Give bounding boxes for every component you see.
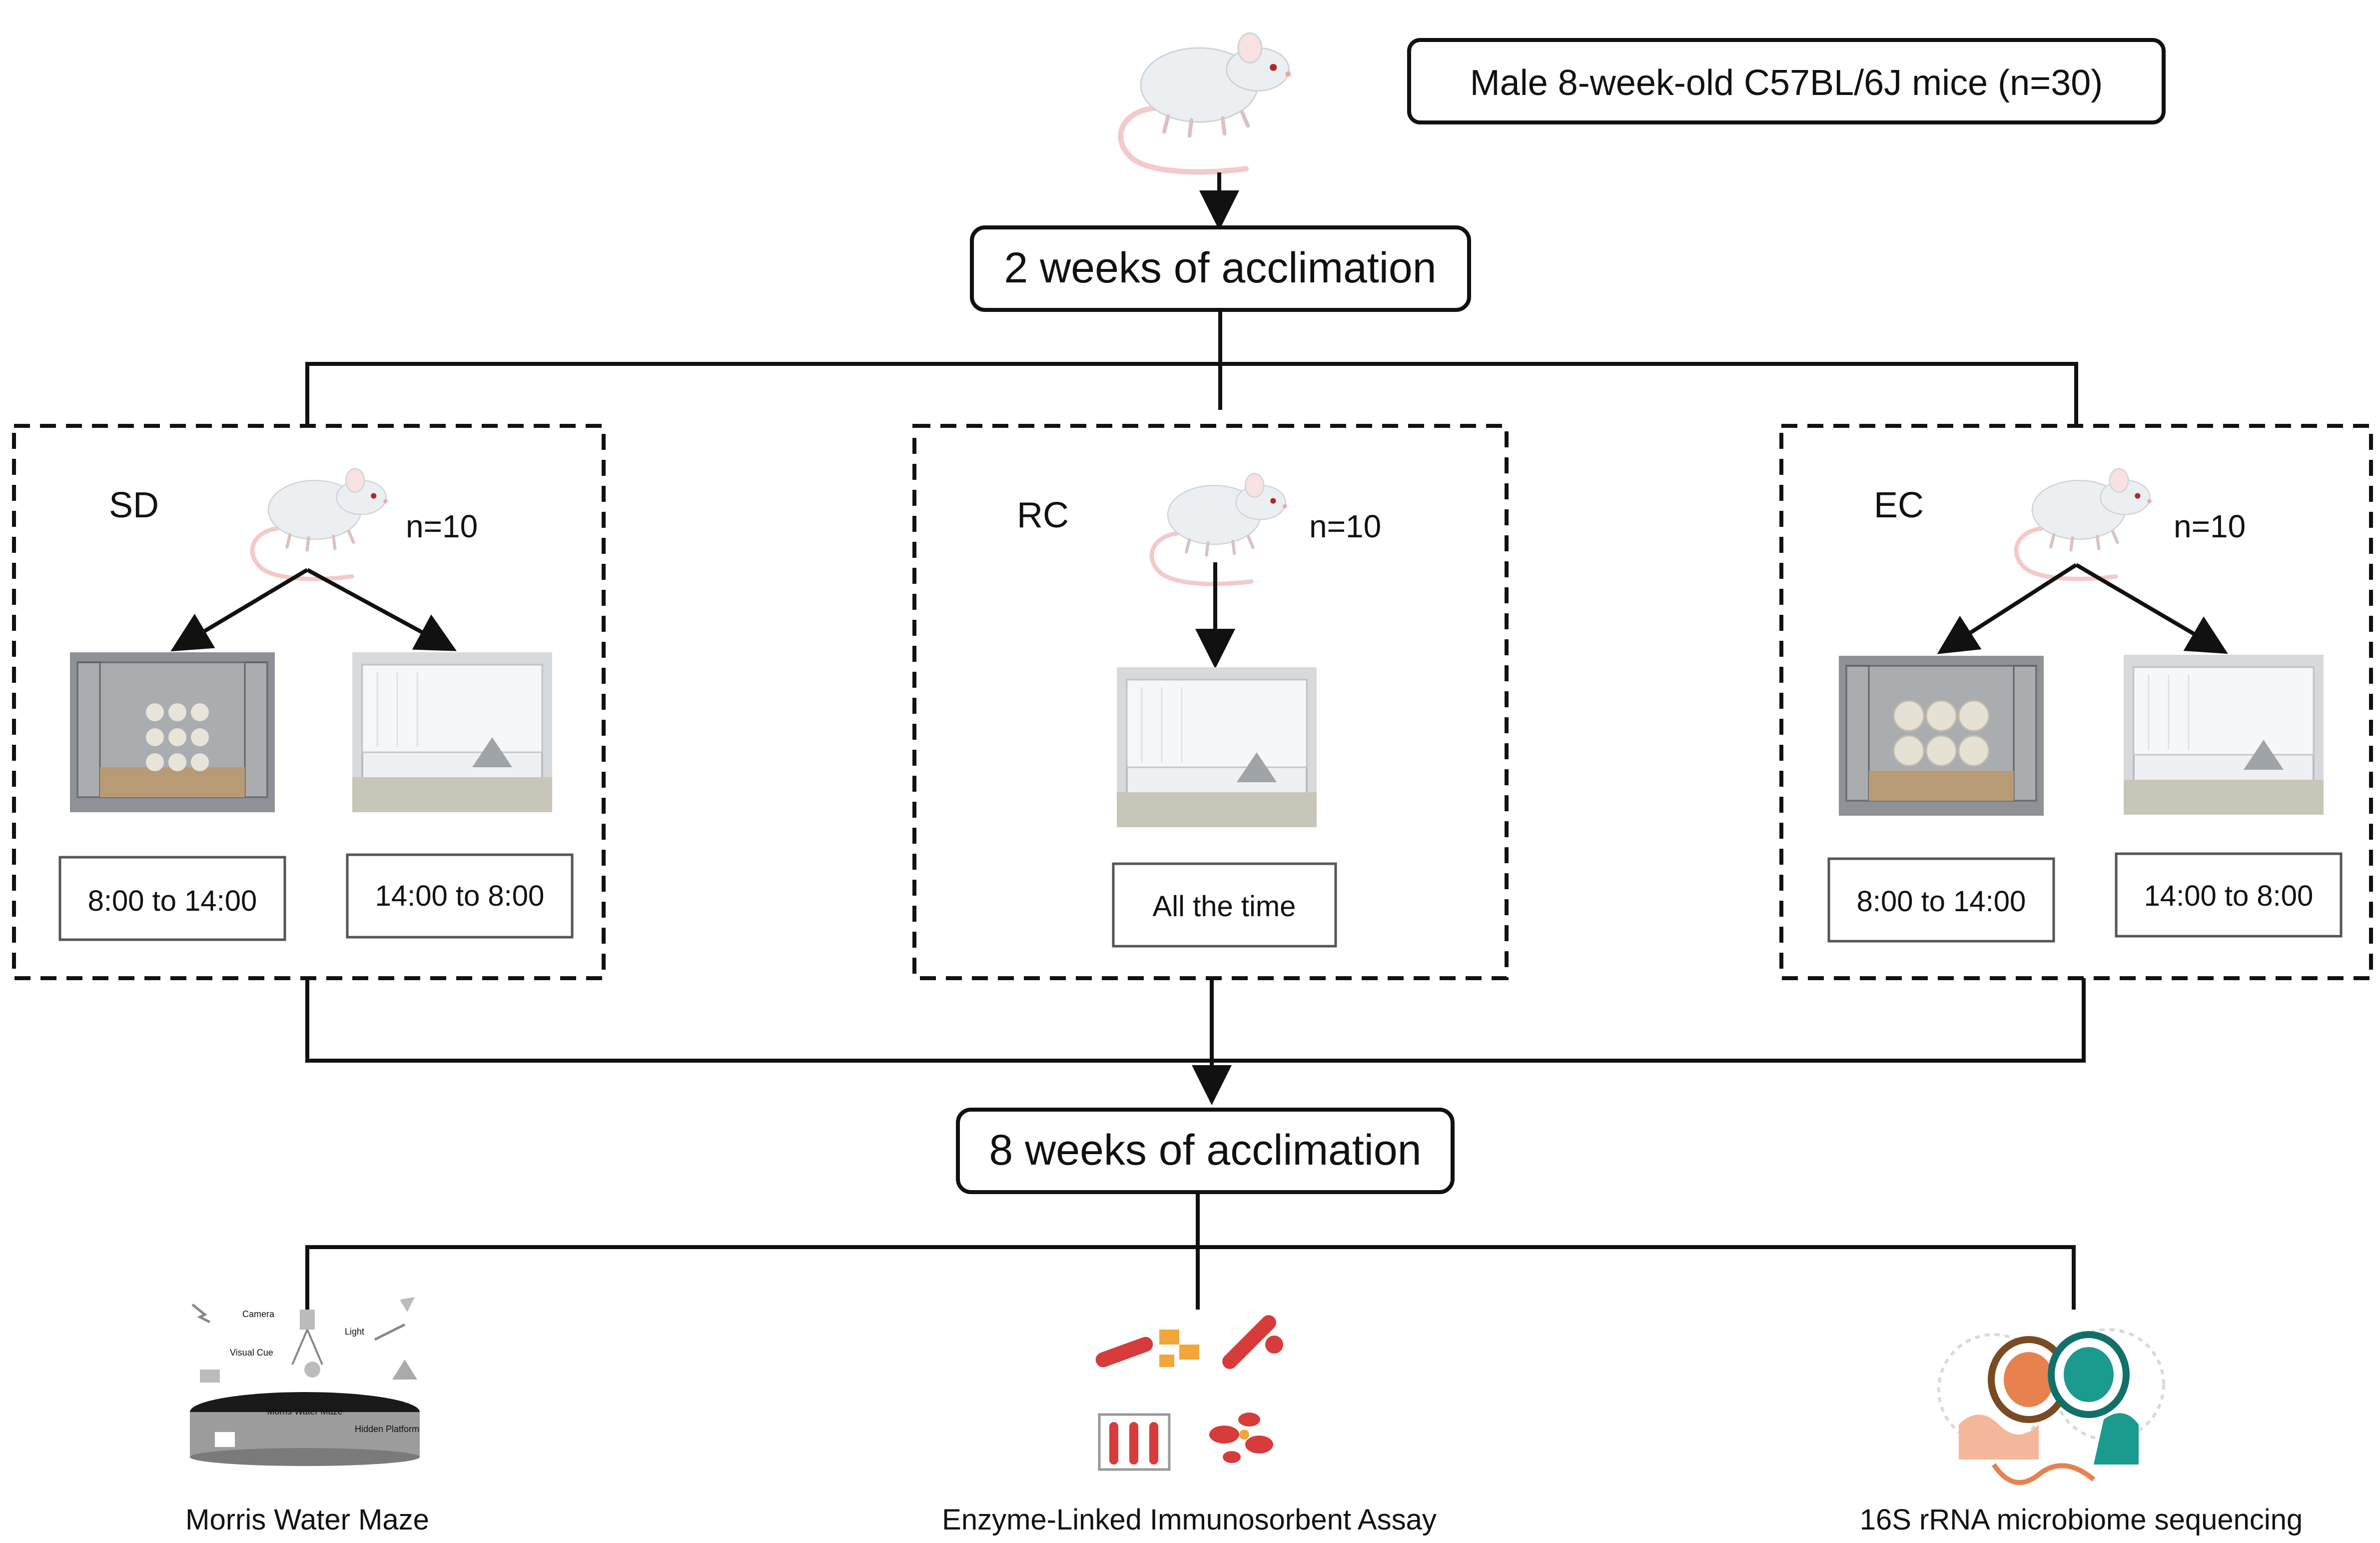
schedule-box-rc <box>1112 862 1337 948</box>
arrow-sd-left <box>170 568 309 652</box>
group-name-ec: EC <box>1874 485 1924 525</box>
mouse-icon-rc <box>1152 474 1287 584</box>
mouse-icon-sd <box>252 469 388 579</box>
arrow-sd-right <box>306 568 457 651</box>
assay-connector <box>305 1192 2076 1310</box>
schedule-box-sd-1 <box>58 856 286 941</box>
assay-label-morris: Morris Water Maze <box>185 1504 429 1536</box>
group-panel-ec: EC n=10 8:00 to 14:00 14:00 to 8:00 <box>1779 424 2373 980</box>
maze-title-label: Morris Water Maze <box>267 1407 342 1417</box>
maze-visual-cue-label: Visual Cue <box>230 1348 273 1358</box>
schedule-sd-2: 14:00 to 8:00 <box>375 880 545 912</box>
standard-cage-photo-sd <box>351 651 553 813</box>
standard-cage-photo-ec <box>2123 654 2325 816</box>
acclimation-2-label: 8 weeks of acclimation <box>989 1126 1421 1174</box>
arrow-ec-right <box>2075 563 2228 654</box>
group-name-sd: SD <box>109 485 159 525</box>
acclimation-1-box: 2 weeks of acclimation <box>970 225 1471 312</box>
enriched-cage-photo-ec <box>1838 655 2045 817</box>
group-n-ec: n=10 <box>2174 508 2246 544</box>
schedule-sd-1: 8:00 to 14:00 <box>88 885 257 917</box>
schedule-ec-1: 8:00 to 14:00 <box>1857 885 2026 918</box>
schedule-box-ec-2 <box>2115 852 2343 938</box>
merge-connector <box>305 978 2086 1105</box>
enriched-cage-photo-sd <box>69 651 276 813</box>
schedule-box-sd-2 <box>346 853 574 939</box>
assay-label-elisa: Enzyme-Linked Immunosorbent Assay <box>942 1504 1437 1536</box>
maze-light-label: Light <box>345 1327 364 1337</box>
maze-platform-label: Hidden Platform <box>355 1424 419 1434</box>
morris-water-maze-icon: Camera Light Visual Cue Morris Water Maz… <box>190 1297 420 1466</box>
split-connector <box>305 310 2078 425</box>
group-name-rc: RC <box>1017 495 1069 535</box>
top-mouse-illustration <box>1121 33 1291 172</box>
population-box: Male 8-week-old C57BL/6J mice (n=30) <box>1407 38 2166 124</box>
acclimation-1-label: 2 weeks of acclimation <box>1004 244 1436 292</box>
standard-cage-photo-rc <box>1116 666 1318 828</box>
mouse-icon-ec <box>2016 469 2152 579</box>
schedule-rc: All the time <box>1153 890 1296 923</box>
group-panel-rc: RC n=10 All the time <box>912 424 1509 980</box>
group-n-rc: n=10 <box>1309 508 1381 544</box>
schedule-box-ec-1 <box>1827 857 2055 943</box>
group-panel-sd: SD n=10 8:00 to 14:00 14:00 to 8:00 <box>12 424 606 980</box>
population-label: Male 8-week-old C57BL/6J mice (n=30) <box>1470 63 2103 103</box>
microbiome-icon <box>1937 1328 2165 1485</box>
assay-label-microbiome: 16S rRNA microbiome sequencing <box>1860 1504 2303 1536</box>
maze-camera-label: Camera <box>242 1309 275 1319</box>
group-n-sd: n=10 <box>406 508 478 544</box>
schedule-ec-2: 14:00 to 8:00 <box>2144 880 2314 912</box>
elisa-icon <box>1095 1315 1283 1471</box>
acclimation-2-box: 8 weeks of acclimation <box>956 1108 1455 1194</box>
arrow-ec-left <box>1937 563 2078 654</box>
